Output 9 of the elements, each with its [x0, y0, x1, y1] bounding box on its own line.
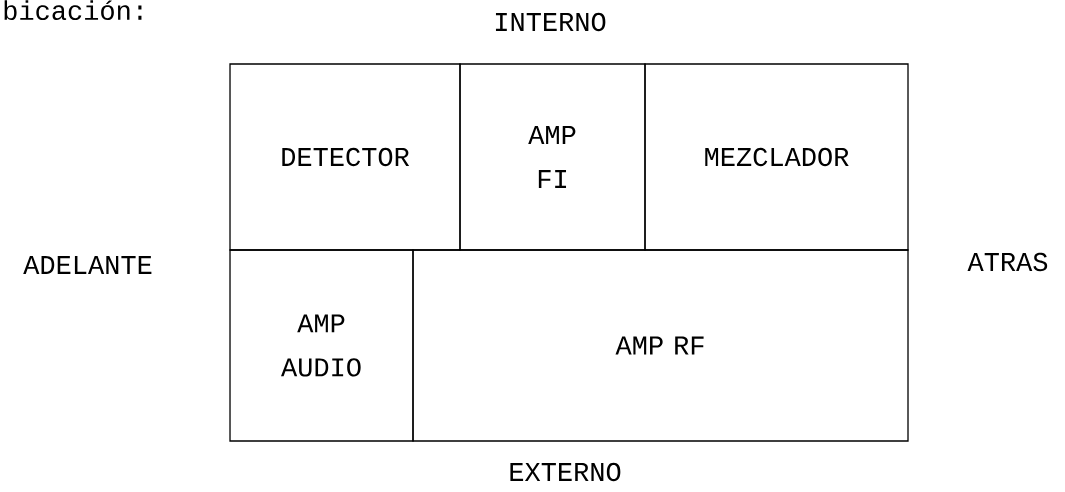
cell-box: AMP RF	[412, 249, 909, 442]
side-label: bicación:	[4, 0, 142, 21]
side-label: ADELANTE	[23, 256, 152, 274]
cell-box: AMP FI	[459, 63, 646, 251]
cell-box: MEZCLADOR	[644, 63, 909, 251]
side-label: ATRAS	[967, 252, 1048, 272]
cell-box: DETECTOR	[229, 63, 461, 251]
side-label: INTERNO	[495, 12, 606, 32]
cell-box: AMP AUDIO	[229, 249, 414, 442]
